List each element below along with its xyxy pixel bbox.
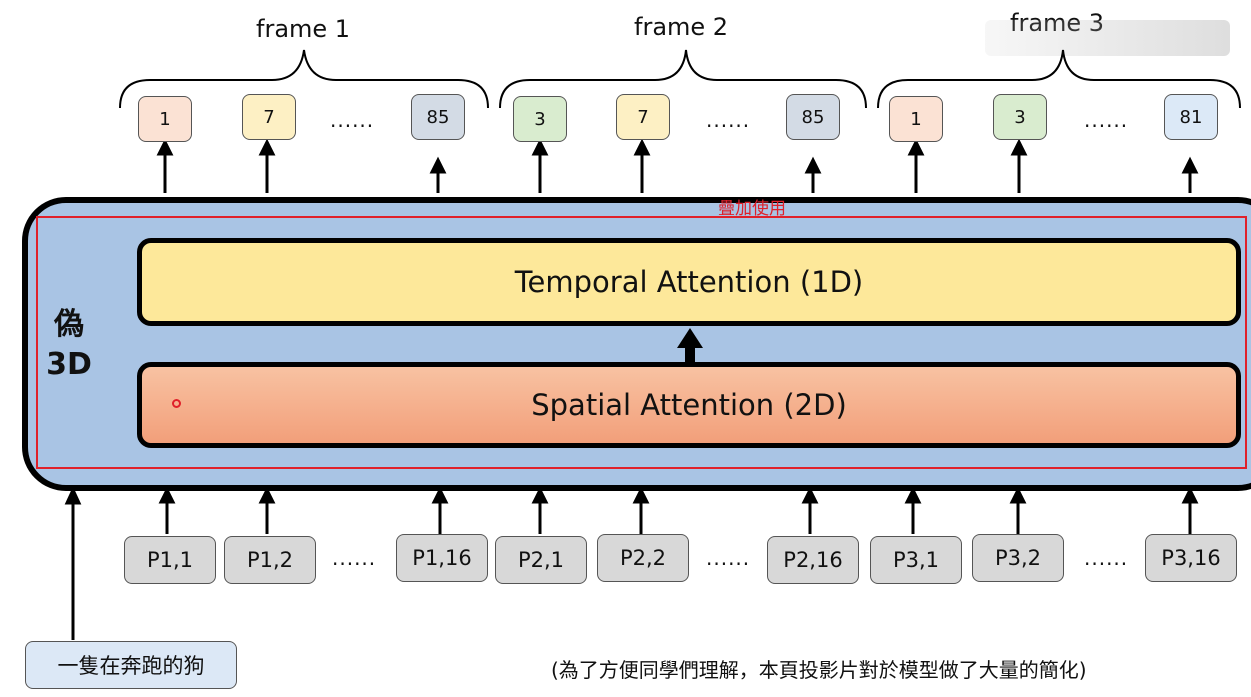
output-token: 81 (1164, 94, 1218, 140)
footnote: (為了方便同學們理解，本頁投影片對於模型做了大量的簡化) (551, 658, 1087, 682)
temporal-attention-block: Temporal Attention (1D) (137, 238, 1241, 326)
patch-token: P1,1 (124, 536, 216, 584)
highlight-frame (36, 216, 1247, 469)
patch-token: P3,16 (1145, 534, 1237, 582)
frame-label-3: frame 3 (1010, 9, 1104, 37)
output-token: 1 (889, 96, 943, 142)
output-token: 3 (993, 94, 1047, 140)
output-token: 3 (513, 96, 567, 142)
ellipsis: ...... (706, 108, 751, 132)
ellipsis: ...... (1084, 108, 1129, 132)
ellipsis: ...... (330, 108, 375, 132)
frame-label-2: frame 2 (634, 13, 729, 41)
patch-token: P2,2 (597, 534, 689, 582)
patch-token: P3,2 (972, 534, 1064, 582)
ellipsis: ...... (706, 546, 751, 570)
output-token: 1 (138, 96, 192, 142)
patch-token: P2,16 (767, 536, 859, 584)
overlay-note: 疊加使用 (718, 199, 786, 219)
patch-token: P3,1 (870, 536, 962, 584)
output-token: 85 (411, 94, 465, 140)
ellipsis: ...... (1084, 546, 1129, 570)
pseudo-3d-label: 偽 3D (40, 305, 98, 385)
patch-token: P2,1 (495, 536, 587, 584)
ellipsis: ...... (332, 546, 377, 570)
watermark (985, 20, 1230, 56)
text-prompt-box: 一隻在奔跑的狗 (25, 641, 237, 689)
output-token: 7 (616, 94, 670, 140)
frame-brace-1 (119, 49, 489, 109)
output-token: 7 (242, 94, 296, 140)
pointer-dot (172, 399, 181, 408)
patch-token: P1,2 (224, 536, 316, 584)
pseudo-3d-label-line1: 偽 (54, 307, 84, 342)
frame-label-1: frame 1 (256, 15, 351, 43)
patch-token: P1,16 (396, 534, 488, 582)
output-token: 85 (786, 94, 840, 140)
frame-brace-3 (877, 49, 1241, 109)
pseudo-3d-label-line2: 3D (46, 347, 92, 382)
frame-brace-2 (499, 49, 867, 109)
